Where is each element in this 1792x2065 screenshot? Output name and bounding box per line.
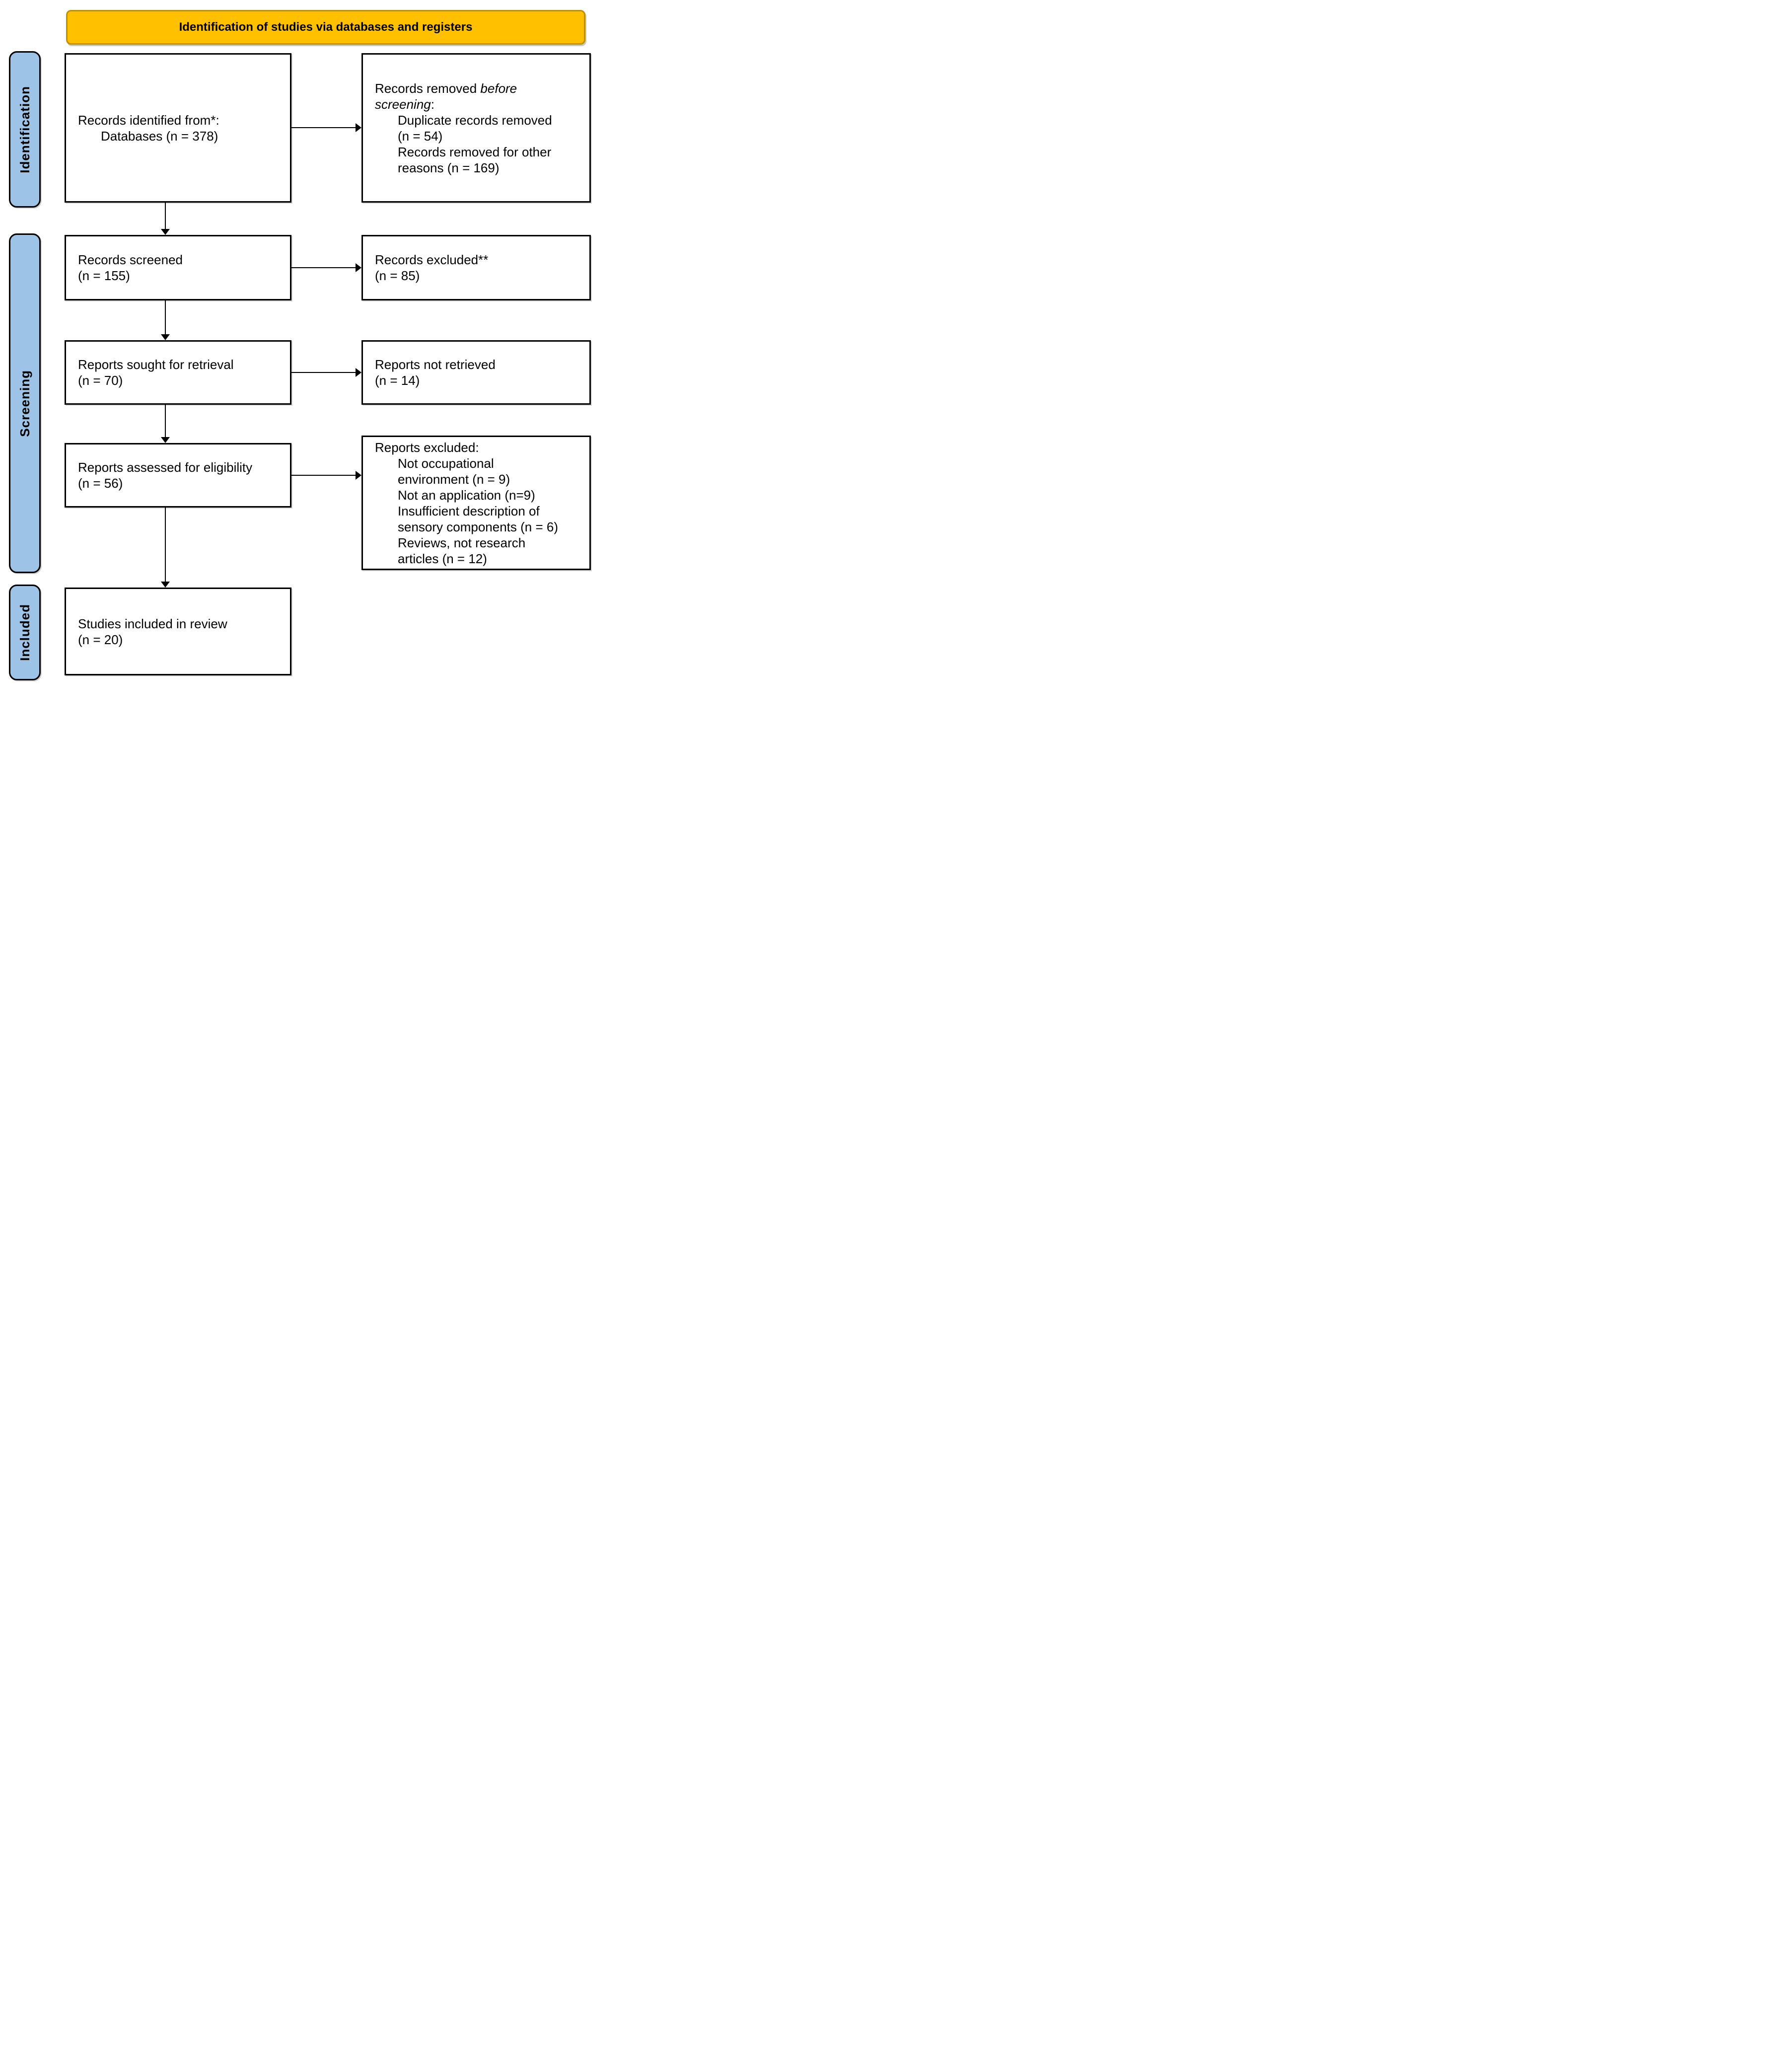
box-text-segment: Studies included in review (78, 616, 227, 631)
box-text-segment: Not occupational (398, 455, 494, 471)
box-text-line: Reports not retrieved (375, 357, 585, 372)
arrow-head-down-icon (161, 437, 170, 443)
box-text-segment: Duplicate records removed (398, 112, 552, 128)
title-banner: Identification of studies via databases … (66, 10, 585, 45)
arrow-head-right-icon (356, 471, 361, 480)
box-text-line: Not an application (n=9) (375, 487, 585, 503)
title-text: Identification of studies via databases … (179, 20, 473, 34)
stage-pill-identification: Identification (9, 51, 41, 208)
box-text-segment: Reviews, not research (398, 535, 526, 550)
box-text-segment: (n = 70) (78, 373, 123, 388)
box-text-segment: (n = 56) (78, 476, 123, 491)
arrow-head-right-icon (356, 263, 361, 272)
box-text-line: Reports excluded: (375, 440, 585, 455)
box-text-segment: : (430, 96, 434, 112)
box-text-segment: Insufficient description of (398, 503, 540, 518)
box-text-line: (n = 85) (375, 268, 585, 284)
arrow-line (165, 405, 166, 438)
box-text-segment: Records screened (78, 252, 183, 267)
stage-pill-included: Included (9, 585, 41, 680)
box-reports-sought-for-retrieval: Reports sought for retrieval(n = 70) (65, 340, 291, 405)
box-text-line: Insufficient description of (375, 503, 585, 519)
box-text-line: Reviews, not research (375, 535, 585, 551)
box-text-segment: Reports excluded: (375, 440, 479, 455)
box-text-line: (n = 70) (78, 372, 286, 388)
box-text-segment: Records removed for other (398, 144, 552, 159)
arrow-head-right-icon (356, 123, 361, 132)
box-text-line: screening: (375, 96, 585, 112)
box-text-line: Records identified from*: (78, 112, 286, 128)
box-text-segment: Records identified from*: (78, 112, 219, 128)
box-text-segment: Reports sought for retrieval (78, 357, 234, 372)
box-text-line: Databases (n = 378) (78, 128, 286, 144)
arrow-line (165, 203, 166, 229)
box-records-excluded: Records excluded**(n = 85) (361, 235, 591, 300)
box-text-line: (n = 54) (375, 128, 585, 144)
box-text-line: environment (n = 9) (375, 471, 585, 487)
arrow-line (291, 372, 356, 373)
box-text-line: Records screened (78, 252, 286, 268)
box-text-segment: (n = 14) (375, 373, 420, 388)
box-text-line: reasons (n = 169) (375, 160, 585, 176)
box-text-segment: reasons (n = 169) (398, 160, 500, 175)
arrow-head-right-icon (356, 368, 361, 377)
prisma-flow-diagram: Identification of studies via databases … (0, 0, 597, 688)
box-text-line: Records removed for other (375, 144, 585, 160)
box-text-line: Reports assessed for eligibility (78, 459, 286, 475)
box-text-line: sensory components (n = 6) (375, 519, 585, 535)
arrow-line (165, 300, 166, 335)
box-text-segment: (n = 155) (78, 268, 130, 283)
box-reports-not-retrieved: Reports not retrieved(n = 14) (361, 340, 591, 405)
box-text-segment: Records excluded** (375, 252, 489, 267)
box-reports-assessed-for-eligibility: Reports assessed for eligibility(n = 56) (65, 443, 291, 508)
box-text-segment: before (480, 80, 517, 96)
box-text-line: (n = 20) (78, 632, 286, 648)
box-text-segment: Reports assessed for eligibility (78, 460, 253, 475)
box-text-line: Not occupational (375, 455, 585, 471)
box-text-line: (n = 14) (375, 372, 585, 388)
box-text-line: Duplicate records removed (375, 112, 585, 128)
box-text-line: Records removed before (375, 80, 585, 96)
box-text-segment: Databases (n = 378) (101, 128, 218, 144)
box-text-segment: Records removed (375, 80, 481, 96)
arrow-head-down-icon (161, 229, 170, 235)
box-records-screened: Records screened(n = 155) (65, 235, 291, 300)
box-text-segment: screening (375, 96, 431, 112)
arrow-head-down-icon (161, 582, 170, 588)
box-text-segment: articles (n = 12) (398, 551, 487, 566)
box-text-segment: (n = 54) (398, 128, 443, 144)
box-text-line: Reports sought for retrieval (78, 357, 286, 372)
stage-pill-screening: Screening (9, 233, 41, 573)
box-text-line: (n = 155) (78, 268, 286, 284)
box-text-segment: sensory components (n = 6) (398, 519, 558, 534)
box-text-segment: Reports not retrieved (375, 357, 496, 372)
box-text-segment: environment (n = 9) (398, 471, 510, 487)
arrow-line (291, 267, 356, 268)
stage-label-identification: Identification (17, 85, 32, 173)
box-studies-included-in-review: Studies included in review(n = 20) (65, 588, 291, 675)
arrow-line (291, 475, 356, 476)
box-text-line: Studies included in review (78, 616, 286, 632)
box-text-segment: (n = 20) (78, 632, 123, 647)
arrow-head-down-icon (161, 334, 170, 340)
arrow-line (291, 127, 356, 128)
stage-label-included: Included (17, 604, 32, 661)
box-text-segment: Not an application (n=9) (398, 487, 535, 503)
box-text-line: Records excluded** (375, 252, 585, 268)
stage-label-screening: Screening (17, 369, 32, 437)
box-text-line: articles (n = 12) (375, 551, 585, 567)
box-text-segment: (n = 85) (375, 268, 420, 283)
arrow-line (165, 508, 166, 582)
box-text-line: (n = 56) (78, 475, 286, 491)
box-records-identified: Records identified from*:Databases (n = … (65, 53, 291, 203)
